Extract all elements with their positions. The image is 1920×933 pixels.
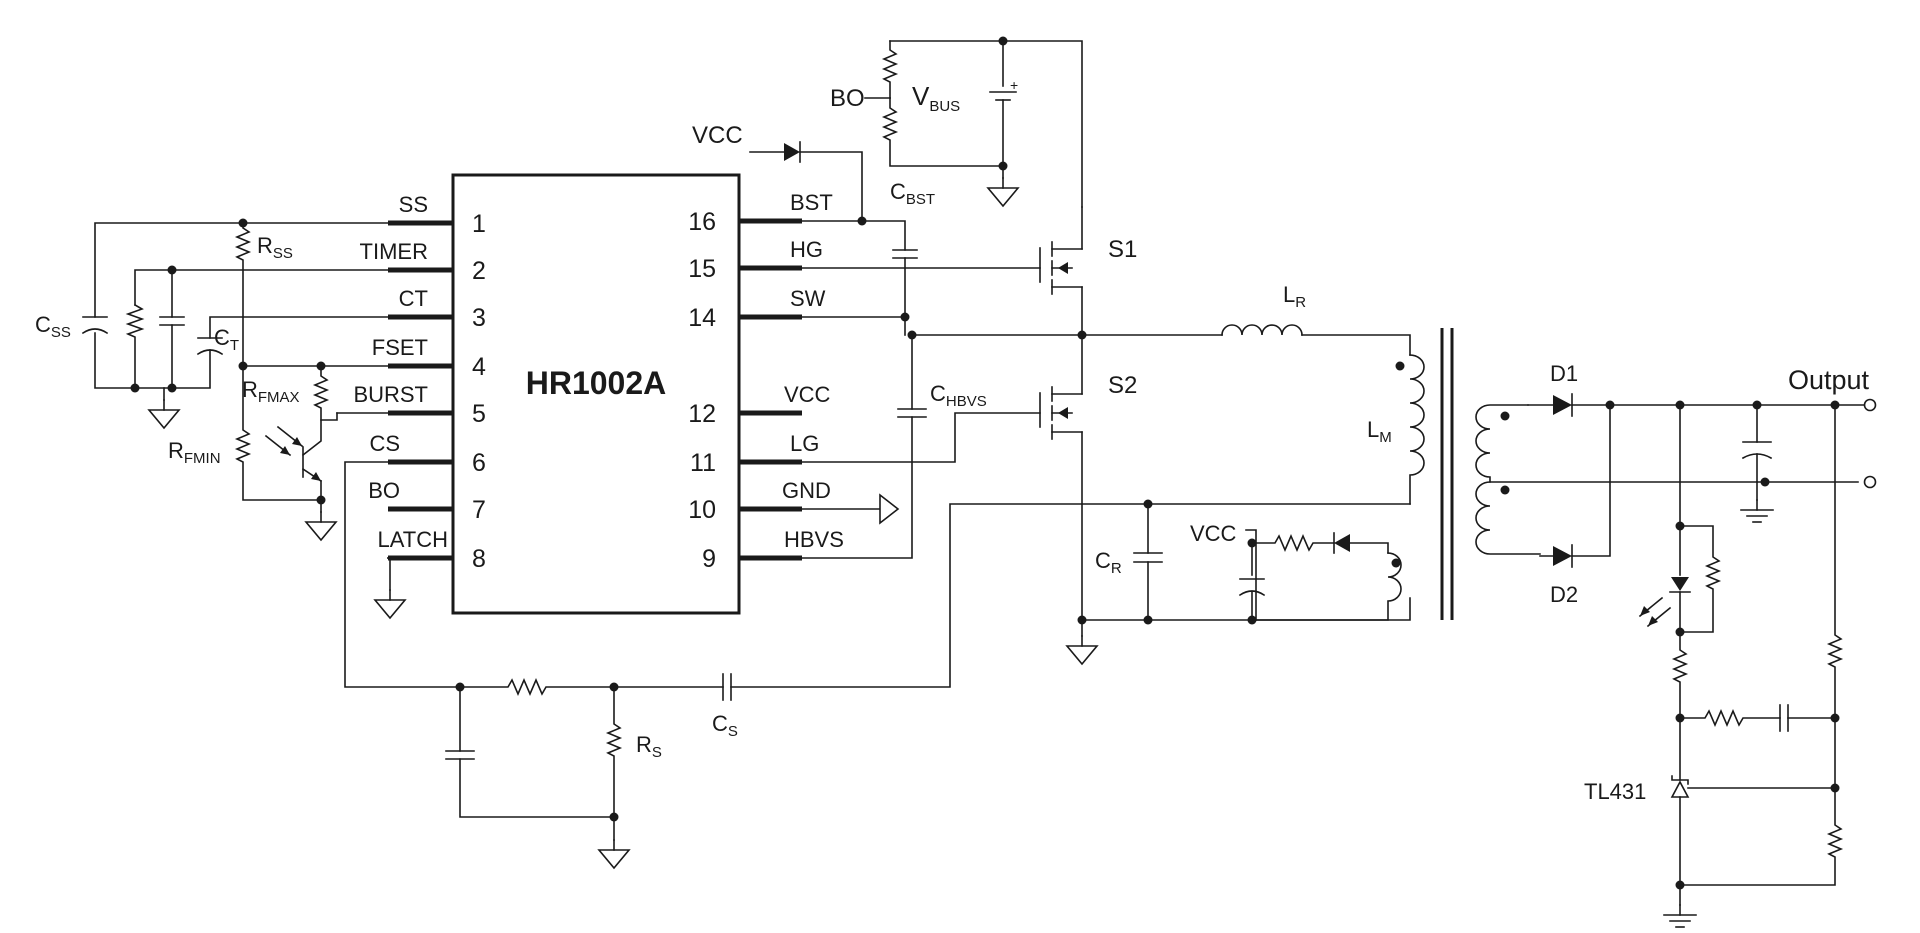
ic-hr1002a: HR1002A SS TIMER CT FSET BURST CS [353,173,844,615]
rfmin-label: RFMIN [168,438,221,467]
svg-text:+: + [1010,77,1018,93]
left-network: CSS RSS CT RFMAX [35,218,1411,869]
pin-num-9: 9 [702,545,716,573]
pin-num-3: 3 [472,304,486,332]
mosfet-s2 [1039,334,1083,621]
vbus-source: + [989,77,1018,101]
pin-num-4: 4 [472,353,486,381]
pin-name-latch: LATCH [378,527,449,552]
vcc-aux-label: VCC [1190,521,1237,546]
pin-num-14: 14 [688,304,716,332]
ic-right-network: VCC CBST CHBVS [692,122,1083,559]
pin-num-8: 8 [472,545,486,573]
secondary-side: D1 D2 Output [1475,361,1877,928]
pin-num-6: 6 [472,449,486,477]
pin-num-15: 15 [688,255,716,283]
ic-name: HR1002A [526,365,667,401]
pin-name-hg: HG [790,237,823,262]
cs-cap-label: CS [712,711,738,740]
optocoupler-led [1638,577,1691,628]
pin-name-cs: CS [369,431,400,456]
vcc-top-label: VCC [692,122,743,149]
pin-num-5: 5 [472,400,486,428]
ct-label: CT [214,325,239,354]
bootstrap-diode [784,141,801,163]
pin-name-bo: BO [368,478,400,503]
vbus-label: VBUS [912,81,960,115]
pin-name-lg: LG [790,431,819,456]
optocoupler-phototransistor [264,412,338,483]
cs-capacitor [722,673,732,701]
pin-name-burst: BURST [353,382,428,407]
lr-label: LR [1283,282,1306,311]
pin-name-fset: FSET [372,335,428,360]
css-capacitor [81,316,109,335]
cr-capacitor [1133,552,1163,563]
pin-name-timer: TIMER [360,239,428,264]
tl431-shunt [1670,775,1836,798]
pin-num-12: 12 [688,400,716,428]
d2-label: D2 [1550,582,1578,607]
transformer-core [1440,328,1454,620]
s2-label: S2 [1108,372,1137,399]
diode-d1 [1553,393,1573,417]
compensation-capacitor [1779,704,1789,732]
chbvs-label: CHBVS [930,381,987,410]
rfmax-label: RFMAX [242,377,300,406]
pin-num-2: 2 [472,257,486,285]
s1-label: S1 [1108,236,1137,263]
chbvs-capacitor [897,408,927,418]
pin-num-11: 11 [690,449,716,477]
vcc-capacitor [1238,578,1266,597]
bo-label: BO [830,85,865,112]
half-bridge: BO + VBUS S1 [830,36,1425,665]
pin-num-10: 10 [688,496,716,524]
aux-diode [1333,532,1350,554]
css-label: CSS [35,312,71,341]
rss-label: RSS [257,233,293,262]
pin-name-bst: BST [790,190,833,215]
left-pins [388,220,453,561]
pin-name-vcc: VCC [784,382,831,407]
lm-label: LM [1367,417,1392,446]
pin-name-sw: SW [790,286,826,311]
pin-num-16: 16 [688,208,716,236]
pin-num-1: 1 [472,210,486,238]
rs-label: RS [636,732,662,761]
pin-name-gnd: GND [782,478,831,503]
output-label: Output [1788,365,1870,395]
d1-label: D1 [1550,361,1578,386]
pin-name-hbvs: HBVS [784,527,844,552]
tl431-label: TL431 [1584,779,1646,804]
pin-num-7: 7 [472,496,486,524]
pin-name-ss: SS [399,192,428,217]
mosfet-s1 [1039,206,1083,336]
cs-filter-capacitor [445,750,475,760]
cbst-label: CBST [890,179,935,208]
pin-name-ct: CT [399,286,428,311]
cbst-capacitor [892,249,918,259]
timer-capacitor [159,316,185,326]
cr-label: CR [1095,548,1122,577]
diode-d2 [1553,544,1573,568]
right-pins [739,218,802,561]
